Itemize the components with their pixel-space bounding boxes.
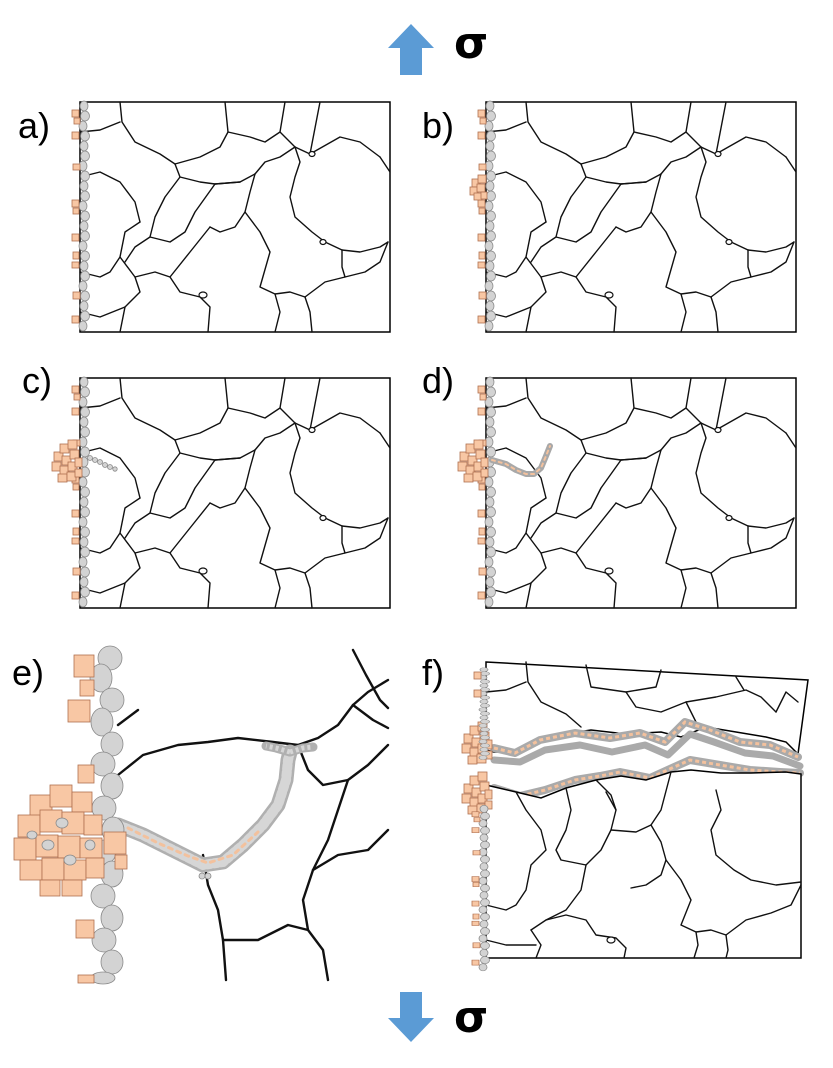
panel-f-label: f) — [422, 652, 444, 693]
stress-arrow-bottom — [388, 992, 434, 1042]
panel-b: b) — [422, 100, 797, 333]
panel-a-label: a) — [18, 105, 50, 146]
panel-f: f) — [422, 652, 809, 972]
stress-label-top: σ — [454, 18, 488, 69]
panel-c-label: c) — [22, 360, 52, 401]
panel-d: d) — [422, 360, 797, 609]
panel-e: e) — [12, 645, 390, 985]
panel-b-label: b) — [422, 105, 454, 146]
panel-a: a) — [18, 100, 391, 333]
panel-e-nodule — [13, 654, 128, 984]
stress-label-bottom: σ — [454, 992, 488, 1043]
panel-c: c) — [22, 360, 391, 609]
stress-arrow-top — [388, 24, 434, 75]
panel-d-label: d) — [422, 360, 454, 401]
panel-e-label: e) — [12, 652, 44, 693]
